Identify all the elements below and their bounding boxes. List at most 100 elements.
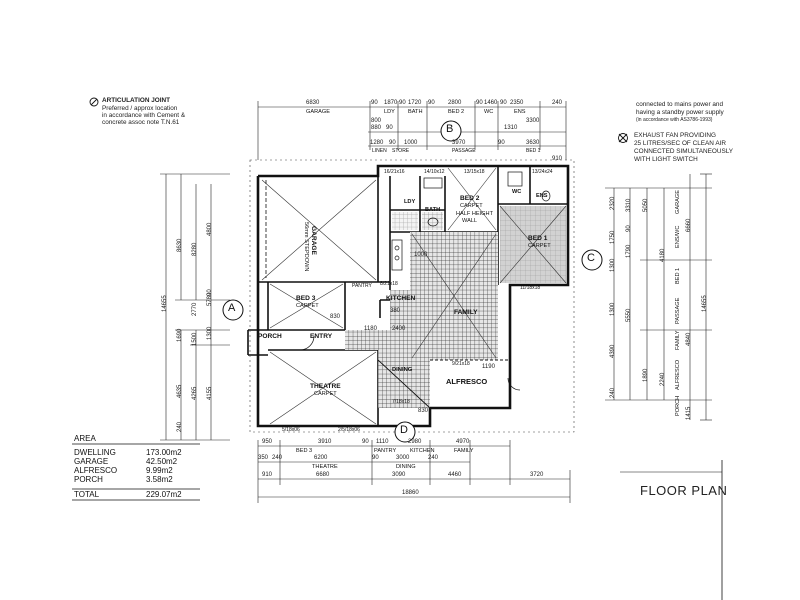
bath-floor [422, 212, 443, 230]
room-porch-label: PORCH [258, 333, 282, 340]
dim-value-vertical: 6660 [686, 218, 692, 232]
room-bed2-sub: CARPET [460, 203, 483, 209]
dim-value: 90 [389, 140, 396, 146]
dim-value-vertical: 4155 [207, 386, 213, 400]
dim-value: 90 [500, 100, 507, 106]
dim-value-vertical: 2320 [610, 196, 616, 210]
dim-value-vertical: 4180 [660, 248, 666, 262]
ldy-floor [392, 212, 418, 230]
dim-value: 6830 [306, 100, 320, 106]
dim-room-label: THEATRE [312, 464, 338, 470]
room-wc-label: WC [512, 189, 522, 195]
dim-value: 3000 [396, 455, 410, 461]
dim-value: 800 [371, 118, 382, 124]
power-note-line: connected to mains power and [636, 101, 724, 108]
dim-value-vertical: 1415 [686, 406, 692, 420]
dim-value-vertical: 8280 [192, 242, 198, 256]
window-code: 14/10x12 [424, 169, 445, 175]
dining-corner-line [377, 359, 431, 409]
dim-room-label-vertical: PASSAGE [675, 297, 681, 324]
dim-value: 90 [399, 100, 406, 106]
marker-c-label: C [587, 252, 595, 264]
dim-room-label: STORE [392, 148, 410, 154]
dim-value-vertical: 1300 [207, 326, 213, 340]
dim-value: 3910 [318, 439, 332, 445]
dim-room-label-vertical: ALFRESCO [675, 359, 681, 390]
area-table-lines [72, 443, 200, 501]
area-row-label: ALFRESCO [74, 466, 118, 475]
dim-value-vertical: 1500 [192, 332, 198, 346]
dim-room-label-vertical: FAMILY [675, 330, 681, 350]
window-code: 9/21x18 [452, 361, 470, 367]
dim-value-vertical: 3310 [626, 198, 632, 212]
dim-value-vertical: 4390 [610, 344, 616, 358]
internal-dim: 2400 [392, 326, 406, 332]
marker-d-label: D [400, 424, 408, 436]
dim-room-label: BED 1 [526, 148, 541, 154]
room-bed1-label: BED 1 [528, 235, 548, 242]
dim-value-vertical: 240 [610, 387, 616, 398]
dim-value: 3090 [392, 472, 406, 478]
dim-value-vertical: 4265 [192, 386, 198, 400]
internal-dim: 380 [390, 308, 401, 314]
room-garage-sub: 56mm STEPDOWN [303, 222, 309, 272]
dim-room-label: GARAGE [306, 109, 330, 115]
area-row-value: 173.00m2 [146, 448, 182, 457]
dim-value: 910 [552, 156, 563, 162]
power-note-line: having a standby power supply [636, 109, 724, 116]
exhaust-note-line: CONNECTED SIMULTANEOUSLY [634, 148, 734, 155]
area-row-value: 9.99m2 [146, 466, 173, 475]
dim-value-vertical: 4635 [177, 384, 183, 398]
room-theatre-sub: CARPET [314, 391, 337, 397]
dim-value-vertical: 4800 [207, 222, 213, 236]
dim-value: 910 [262, 472, 273, 478]
dim-value: 4460 [448, 472, 462, 478]
dim-value: 2800 [448, 100, 462, 106]
dim-room-label-vertical: BED 1 [675, 267, 681, 284]
dim-room-label: LINEN [372, 148, 387, 154]
dim-value-vertical: 1690 [177, 328, 183, 342]
left-dimension-lines [160, 173, 230, 441]
exhaust-note-line: 25 LITRES/SEC OF CLEAN AIR [634, 140, 726, 147]
room-kitchen-label: KITCHEN [386, 295, 416, 302]
room-alfresco-label: ALFRESCO [446, 377, 488, 386]
dim-value: 1280 [370, 140, 384, 146]
room-bath-label: BATH [425, 207, 441, 213]
articulation-note-line: concrete assoc note T.N.61 [102, 119, 180, 126]
marker-c-circle [581, 249, 603, 271]
articulation-note-heading: ARTICULATION JOINT [102, 97, 171, 104]
dim-value-vertical: 1300 [610, 302, 616, 316]
right-dimension-lines [605, 173, 712, 421]
room-pantry-label: PANTRY [352, 283, 372, 289]
dim-room-label: ENS [514, 109, 526, 115]
dim-value: 3630 [526, 140, 540, 146]
dim-value: 2350 [510, 100, 524, 106]
dim-room-label: BED 2 [448, 109, 465, 115]
dim-value: 3720 [530, 472, 544, 478]
tiled-living-floor [345, 232, 498, 408]
dim-value: 1460 [484, 100, 498, 106]
exhaust-fan-icon [618, 133, 628, 143]
dim-room-label: BED 3 [296, 448, 313, 454]
area-row-label: PORCH [74, 475, 103, 484]
dim-value-vertical: 14655 [162, 295, 168, 312]
internal-dim: 1000 [414, 252, 428, 258]
window-code: 11/18x18 [520, 285, 541, 291]
dim-value-vertical: 2770 [192, 302, 198, 316]
dim-value: 240 [428, 455, 439, 461]
exhaust-note-line: EXHAUST FAN PROVIDING [634, 132, 716, 139]
area-row-label: GARAGE [74, 457, 109, 466]
power-note-line: (in accordance with AS3786-1993) [636, 117, 713, 123]
dim-value: 950 [262, 439, 273, 445]
room-bed3-label: BED 3 [296, 295, 316, 302]
eaves-line [249, 159, 575, 433]
marker-b-label: B [446, 123, 454, 135]
alfresco-outline [430, 359, 511, 409]
dim-value: 6200 [314, 455, 328, 461]
dim-room-label-vertical: ENS/WC [675, 225, 681, 248]
dim-room-label: PASSAGE [452, 148, 476, 154]
dim-value: 90 [372, 455, 379, 461]
area-total-label: TOTAL [74, 490, 100, 499]
marker-b-circle [440, 120, 462, 142]
internal-dim: 830 [418, 408, 429, 414]
